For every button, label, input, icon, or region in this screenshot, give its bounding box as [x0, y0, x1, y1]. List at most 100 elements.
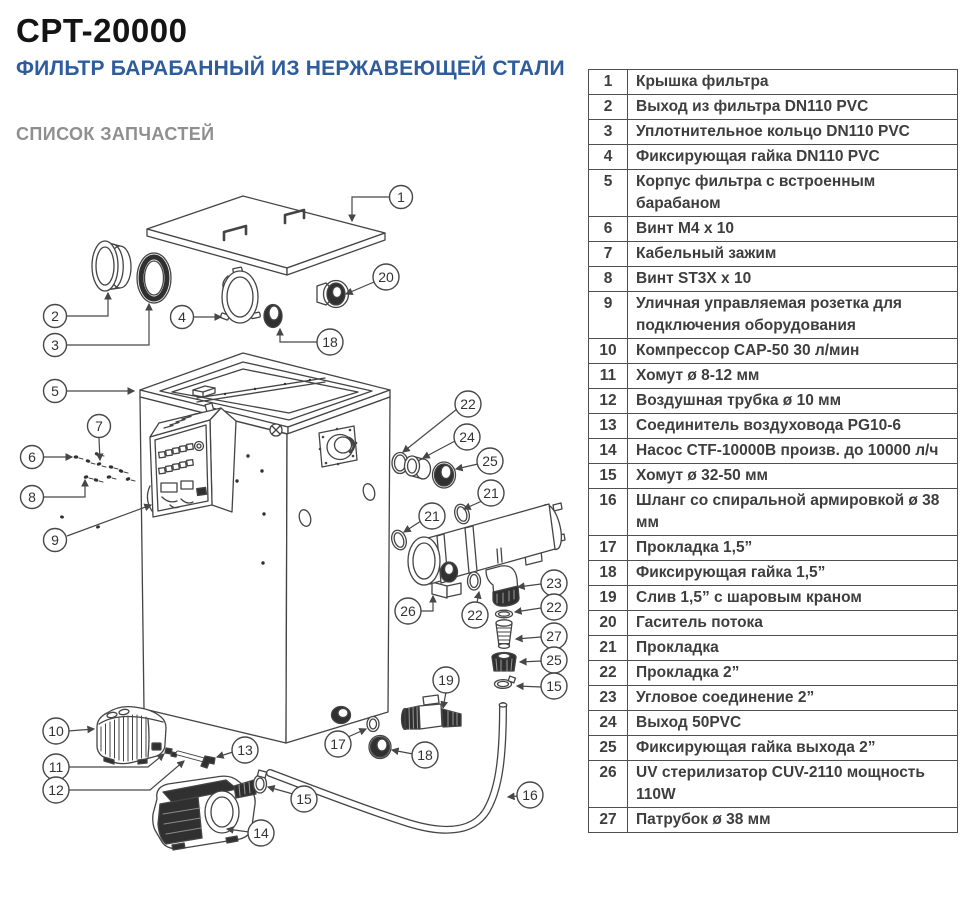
air-tube-drawing: [164, 747, 216, 769]
part-description: Хомут ø 8-12 мм: [627, 363, 958, 389]
part-number: 9: [588, 291, 628, 339]
flow-damper-drawing: [316, 279, 350, 309]
callout-18: 18: [276, 327, 344, 356]
outlet-fitting-drawing: [91, 240, 132, 292]
header: CPT-20000 ФИЛЬТР БАРАБАННЫЙ ИЗ НЕРЖАВЕЮЩ…: [16, 12, 565, 81]
part-number: 25: [588, 735, 628, 761]
part-number: 13: [588, 413, 628, 439]
part-number: 24: [588, 710, 628, 736]
svg-text:23: 23: [546, 575, 562, 591]
svg-text:7: 7: [95, 418, 103, 434]
sealing-ring-drawing: [136, 252, 172, 304]
callout-25: 25: [454, 447, 504, 475]
callout-5: 5: [42, 378, 136, 404]
air-compressor-drawing: [96, 705, 167, 765]
callout-15: 15: [266, 785, 318, 813]
gasket-rings-drawing: [391, 503, 470, 551]
part-number: 18: [588, 560, 628, 586]
part-description: Слив 1,5” с шаровым краном: [627, 585, 958, 611]
filter-body-drawing: [139, 352, 391, 744]
seal-and-nut-drawing: [366, 715, 392, 760]
callout-9: 9: [42, 503, 153, 553]
part-description: Угловое соединение 2”: [627, 685, 958, 711]
callout-1: 1: [348, 184, 414, 223]
svg-text:11: 11: [49, 759, 64, 775]
part-number: 8: [588, 266, 628, 292]
callout-8: 8: [19, 478, 89, 510]
svg-text:14: 14: [253, 825, 269, 841]
part-number: 23: [588, 685, 628, 711]
part-description: Уличная управляемая розетка для подключе…: [627, 291, 958, 339]
svg-text:4: 4: [178, 309, 186, 325]
part-description: Шланг со спиральной армировкой ø 38 мм: [627, 488, 958, 536]
callout-11: 11: [42, 753, 165, 781]
svg-text:25: 25: [546, 652, 562, 668]
screws-drawing: [60, 452, 136, 529]
page-title: CPT-20000: [16, 12, 188, 49]
part-description: Воздушная трубка ø 10 мм: [627, 388, 958, 414]
svg-text:19: 19: [438, 672, 454, 688]
svg-text:3: 3: [51, 337, 59, 353]
part-number: 22: [588, 660, 628, 686]
svg-text:15: 15: [296, 791, 312, 807]
locking-ring-drawing: [219, 266, 261, 324]
part-description: Соединитель воздуховода PG10-6: [627, 413, 958, 439]
svg-text:21: 21: [424, 508, 440, 524]
svg-text:24: 24: [459, 429, 475, 445]
part-description: Уплотнительное кольцо DN110 PVC: [627, 119, 958, 145]
part-description: Крышка фильтра: [627, 69, 958, 95]
part-number: 14: [588, 438, 628, 464]
callout-2: 2: [42, 291, 112, 329]
part-description: Прокладка 2”: [627, 660, 958, 686]
svg-text:13: 13: [237, 742, 253, 758]
callout-20: 20: [344, 263, 400, 295]
callout-17: 17: [324, 728, 368, 758]
part-number: 26: [588, 760, 628, 808]
callout-6: 6: [19, 444, 74, 470]
part-description: Компрессор CAP-50 30 л/мин: [627, 338, 958, 364]
part-number: 16: [588, 488, 628, 536]
svg-text:17: 17: [330, 736, 346, 752]
part-description: Гаситель потока: [627, 610, 958, 636]
part-description: Прокладка: [627, 635, 958, 661]
callout-18: 18: [390, 741, 439, 769]
part-description: UV стерилизатор CUV-2110 мощность 110W: [627, 760, 958, 808]
callout-10: 10: [42, 717, 96, 745]
callout-7: 7: [86, 413, 112, 462]
callout-23: 23: [516, 569, 568, 597]
callout-22: 22: [513, 593, 568, 621]
part-number: 21: [588, 635, 628, 661]
svg-text:18: 18: [417, 747, 433, 763]
svg-text:25: 25: [482, 453, 498, 469]
callout-22: 22: [461, 590, 489, 629]
svg-text:18: 18: [322, 334, 338, 350]
part-number: 19: [588, 585, 628, 611]
svg-text:12: 12: [48, 782, 64, 798]
control-box-drawing: [146, 402, 237, 518]
union-nut-small-drawing: [263, 303, 283, 329]
part-description: Прокладка 1,5”: [627, 535, 958, 561]
part-description: Хомут ø 32-50 мм: [627, 463, 958, 489]
page-subtitle: ФИЛЬТР БАРАБАННЫЙ ИЗ НЕРЖАВЕЮЩЕЙ СТАЛИ: [16, 57, 565, 80]
callout-3: 3: [42, 302, 153, 358]
part-description: Насос CTF-10000B произв. до 10000 л/ч: [627, 438, 958, 464]
